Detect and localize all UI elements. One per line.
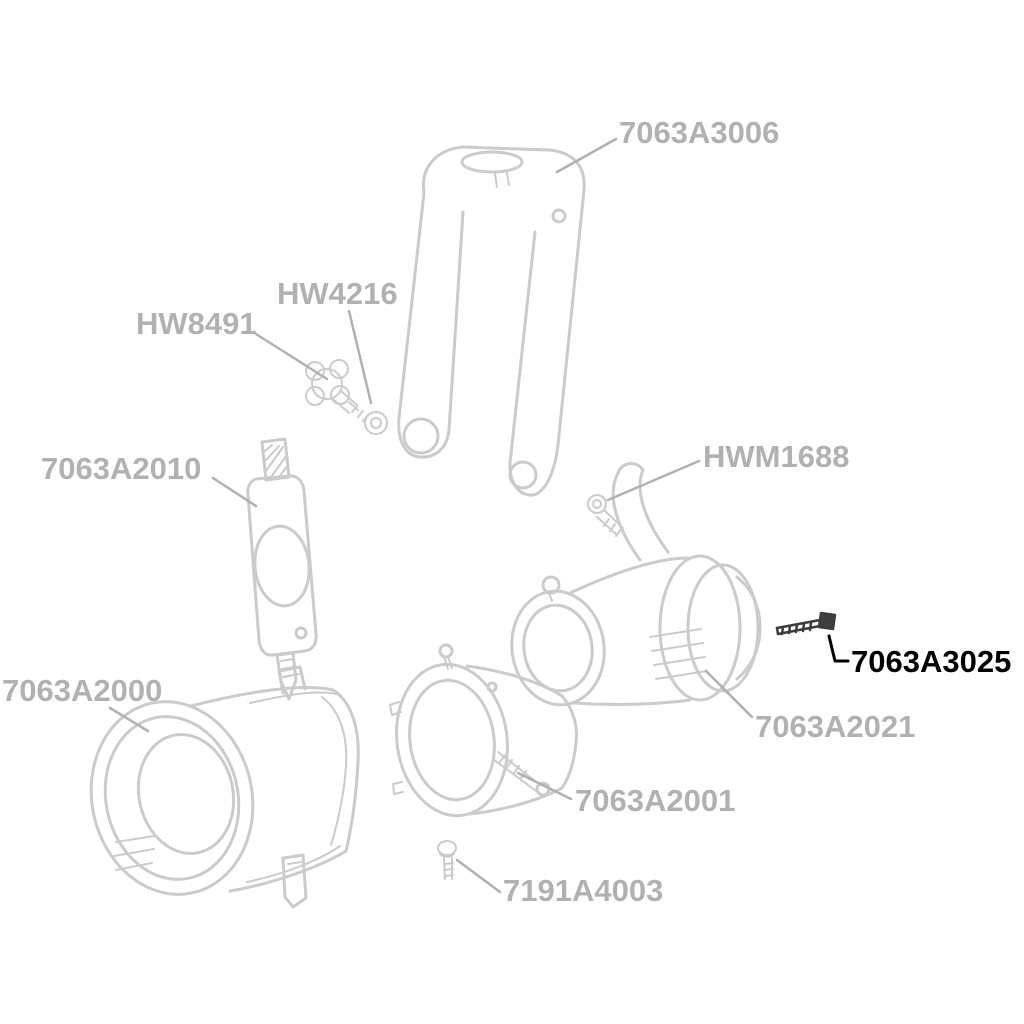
washer-drawing: [364, 411, 388, 435]
lamp-housing-drawing: [510, 462, 762, 707]
screw-7191a4003-drawing: [437, 840, 457, 880]
part-label-7063a3006: 7063A3006: [619, 115, 780, 150]
part-label-7063a2000: 7063A2000: [2, 673, 163, 708]
yoke-knob-drawing: [305, 359, 369, 422]
lens-tube-drawing: [89, 665, 360, 909]
leader-lines: [108, 137, 850, 894]
part-label-7063a2001: 7063A2001: [575, 783, 736, 818]
screw-hwm1688-drawing: [587, 494, 624, 537]
part-label-7191a4003: 7191A4003: [503, 873, 664, 908]
part-label-hw8491: HW8491: [136, 306, 257, 341]
yoke-drawing: [397, 145, 586, 497]
part-label-hw4216: HW4216: [277, 276, 398, 311]
part-label-7063a3025: 7063A3025: [851, 644, 1012, 679]
part-label-7063a2021: 7063A2021: [755, 709, 916, 744]
accessory-holder-drawing: [246, 437, 318, 701]
screw-7063a3025-drawing: [775, 611, 837, 636]
part-label-7063a2010: 7063A2010: [41, 451, 202, 486]
part-label-hwm1688: HWM1688: [703, 439, 850, 474]
reflector-housing-drawing: [389, 643, 578, 818]
